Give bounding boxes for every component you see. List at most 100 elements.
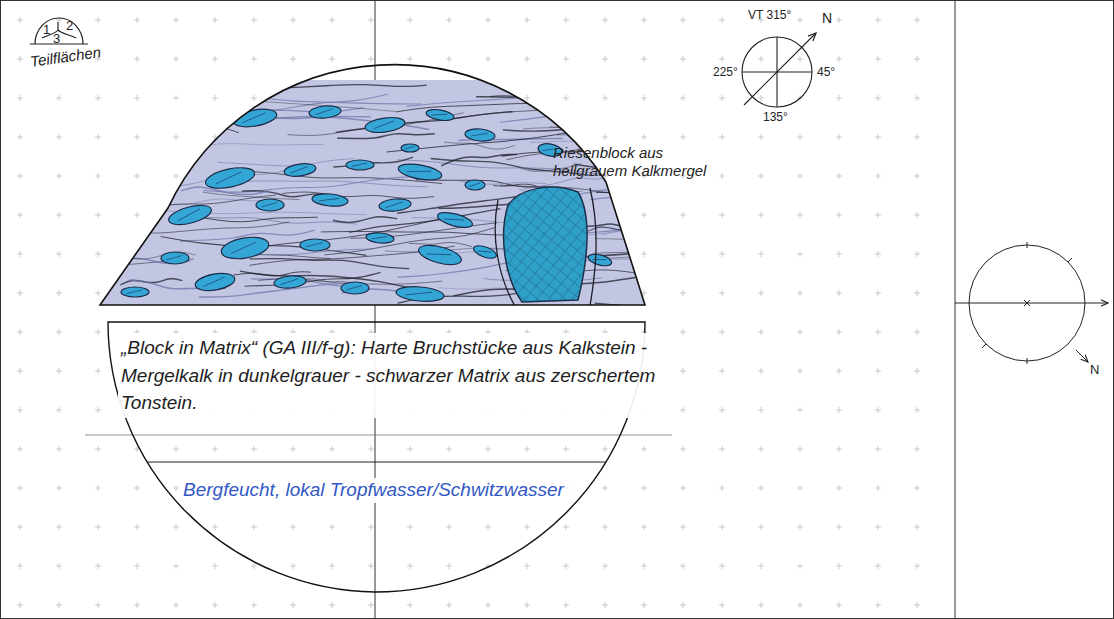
grid-mark bbox=[836, 17, 842, 23]
grid-mark bbox=[758, 368, 764, 374]
grid-mark bbox=[173, 485, 179, 491]
grid-mark bbox=[719, 95, 725, 101]
orientation-circle bbox=[955, 242, 1108, 364]
grid-mark bbox=[641, 212, 647, 218]
grid-mark bbox=[212, 524, 218, 530]
rock-block bbox=[401, 144, 419, 152]
grid-mark bbox=[875, 251, 881, 257]
shear-streak bbox=[407, 86, 615, 106]
rock-block bbox=[167, 202, 214, 229]
panel-divider bbox=[955, 0, 956, 619]
grid-mark bbox=[329, 602, 335, 608]
shear-streak bbox=[217, 159, 354, 166]
grid-mark bbox=[56, 251, 62, 257]
grid-mark bbox=[446, 17, 452, 23]
grid-mark bbox=[914, 485, 920, 491]
grid-mark bbox=[446, 56, 452, 62]
grid-mark bbox=[797, 134, 803, 140]
grid-mark bbox=[680, 329, 686, 335]
grid-mark bbox=[914, 95, 920, 101]
grid-mark bbox=[485, 56, 491, 62]
shear-streak bbox=[441, 154, 517, 165]
grid-mark bbox=[56, 212, 62, 218]
grid-mark bbox=[134, 524, 140, 530]
grid-mark bbox=[251, 95, 257, 101]
grid-mark bbox=[56, 446, 62, 452]
grid-mark bbox=[641, 563, 647, 569]
grid-mark bbox=[524, 56, 530, 62]
grid-mark bbox=[95, 368, 101, 374]
grid-mark bbox=[719, 524, 725, 530]
grid-mark bbox=[446, 563, 452, 569]
grid-mark bbox=[17, 95, 23, 101]
grid-mark bbox=[680, 368, 686, 374]
grid-mark bbox=[524, 563, 530, 569]
grid-mark bbox=[680, 602, 686, 608]
grid-mark bbox=[173, 17, 179, 23]
divider-line bbox=[100, 462, 660, 463]
grid-mark bbox=[602, 485, 608, 491]
rock-block bbox=[256, 199, 284, 211]
bearing-label: 45° bbox=[817, 65, 835, 79]
grid-mark bbox=[56, 407, 62, 413]
grid-mark bbox=[134, 17, 140, 23]
grid-mark bbox=[758, 134, 764, 140]
grid-mark bbox=[641, 95, 647, 101]
grid-mark bbox=[719, 407, 725, 413]
grid-mark bbox=[719, 212, 725, 218]
grid-mark bbox=[251, 56, 257, 62]
grid-mark bbox=[173, 173, 179, 179]
area-number: 1 bbox=[43, 22, 50, 38]
shear-streak bbox=[283, 192, 435, 198]
grid-mark bbox=[329, 446, 335, 452]
rock-block bbox=[312, 192, 349, 207]
grid-mark bbox=[641, 524, 647, 530]
grid-mark bbox=[875, 368, 881, 374]
grid-mark bbox=[797, 602, 803, 608]
north-label: N bbox=[822, 10, 832, 27]
grid-mark bbox=[719, 173, 725, 179]
grid-mark bbox=[641, 56, 647, 62]
shear-streak bbox=[577, 242, 762, 257]
shear-streak bbox=[593, 252, 809, 260]
shear-streak bbox=[187, 98, 397, 111]
grid-mark bbox=[602, 602, 608, 608]
rock-block bbox=[465, 180, 485, 190]
rock-block bbox=[161, 252, 189, 264]
north-label: N bbox=[1090, 362, 1099, 378]
grid-mark bbox=[836, 251, 842, 257]
grid-mark bbox=[875, 446, 881, 452]
grid-mark bbox=[524, 602, 530, 608]
grid-mark bbox=[17, 368, 23, 374]
grid-mark bbox=[797, 485, 803, 491]
grid-mark bbox=[134, 134, 140, 140]
grid-mark bbox=[95, 446, 101, 452]
grid-mark bbox=[407, 524, 413, 530]
shear-streak bbox=[588, 227, 659, 231]
grid-mark bbox=[875, 95, 881, 101]
grid-mark bbox=[17, 251, 23, 257]
grid-mark bbox=[680, 95, 686, 101]
grid-mark bbox=[251, 524, 257, 530]
grid-mark bbox=[875, 563, 881, 569]
grid-mark bbox=[914, 290, 920, 296]
grid-mark bbox=[95, 407, 101, 413]
grid-mark bbox=[17, 602, 23, 608]
grid-mark bbox=[563, 524, 569, 530]
grid-mark bbox=[329, 524, 335, 530]
grid-mark bbox=[173, 134, 179, 140]
grid-mark bbox=[290, 563, 296, 569]
grid-mark bbox=[875, 485, 881, 491]
grid-mark bbox=[290, 446, 296, 452]
grid-mark bbox=[134, 485, 140, 491]
grid-mark bbox=[56, 563, 62, 569]
grid-mark bbox=[95, 329, 101, 335]
grid-mark bbox=[680, 563, 686, 569]
grid-mark bbox=[56, 524, 62, 530]
bearing-label: 225° bbox=[713, 65, 738, 79]
grid-mark bbox=[719, 485, 725, 491]
grid-mark bbox=[329, 56, 335, 62]
grid-mark bbox=[368, 524, 374, 530]
grid-mark bbox=[680, 290, 686, 296]
shear-streak bbox=[337, 134, 434, 139]
